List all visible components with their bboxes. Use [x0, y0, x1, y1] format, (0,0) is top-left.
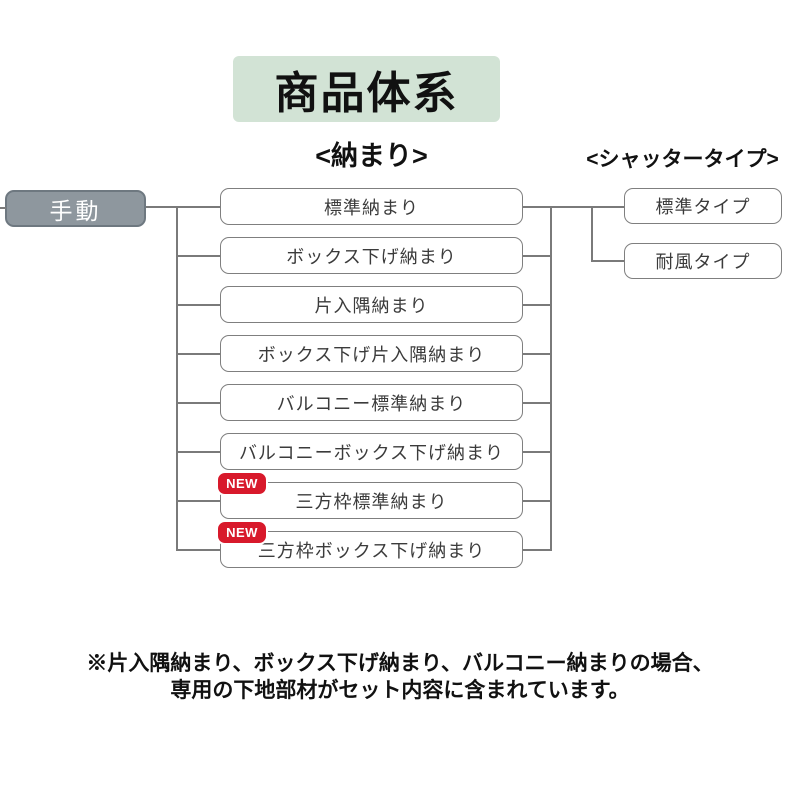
flow-box-box-lowered-single-corner-fitting: ボックス下げ片入隅納まり — [220, 335, 523, 372]
flow-box-box-lowered-fitting: ボックス下げ納まり — [220, 237, 523, 274]
footnote: ※片入隅納まり、ボックス下げ納まり、バルコニー納まりの場合、 専用の下地部材がセ… — [0, 650, 800, 704]
connector-stub-right — [523, 206, 552, 208]
connector-left-trunk — [176, 206, 178, 551]
connector-to-standard-type — [550, 206, 625, 208]
connector-edge-tick — [0, 207, 6, 209]
connector-type-branch — [591, 206, 593, 262]
root-node-manual: 手動 — [5, 190, 146, 227]
connector-stub-right — [523, 451, 552, 453]
flow-box-standard-type: 標準タイプ — [624, 188, 782, 224]
flow-box-balcony-box-lowered-fitting: バルコニーボックス下げ納まり — [220, 433, 523, 470]
connector-stub-left — [176, 353, 220, 355]
section-header-shutter-type: <シャッタータイプ> — [586, 148, 779, 171]
connector-stub-right — [523, 255, 552, 257]
connector-stub-right — [523, 353, 552, 355]
flow-box-single-corner-fitting: 片入隅納まり — [220, 286, 523, 323]
footnote-line-1: ※片入隅納まり、ボックス下げ納まり、バルコニー納まりの場合、 — [86, 652, 714, 675]
flow-box-three-side-frame-standard-fitting: 三方枠標準納まり — [220, 482, 523, 519]
connector-to-wind-type — [591, 260, 625, 262]
connector-stub-right — [523, 304, 552, 306]
connector-right-trunk — [550, 206, 552, 551]
section-header-osamari: <納まり> — [315, 141, 428, 171]
new-badge: NEW — [216, 471, 268, 496]
page-title: 商品体系 — [233, 56, 500, 122]
connector-stub-right — [523, 402, 552, 404]
connector-stub-right — [523, 549, 552, 551]
connector-stub-left — [176, 304, 220, 306]
connector-stub-right — [523, 500, 552, 502]
connector-stub-left — [176, 255, 220, 257]
connector-stub-left — [176, 402, 220, 404]
connector-stub-left — [176, 549, 220, 551]
connector-stub-left — [176, 500, 220, 502]
flow-box-three-side-frame-box-lowered-fitting: 三方枠ボックス下げ納まり — [220, 531, 523, 568]
footnote-line-2: 専用の下地部材がセット内容に含まれています。 — [170, 679, 630, 702]
connector-stub-left — [176, 451, 220, 453]
connector-root-to-trunk — [146, 206, 220, 208]
new-badge: NEW — [216, 520, 268, 545]
flow-box-wind-resistant-type: 耐風タイプ — [624, 243, 782, 279]
flow-box-standard-fitting: 標準納まり — [220, 188, 523, 225]
flow-box-balcony-standard-fitting: バルコニー標準納まり — [220, 384, 523, 421]
